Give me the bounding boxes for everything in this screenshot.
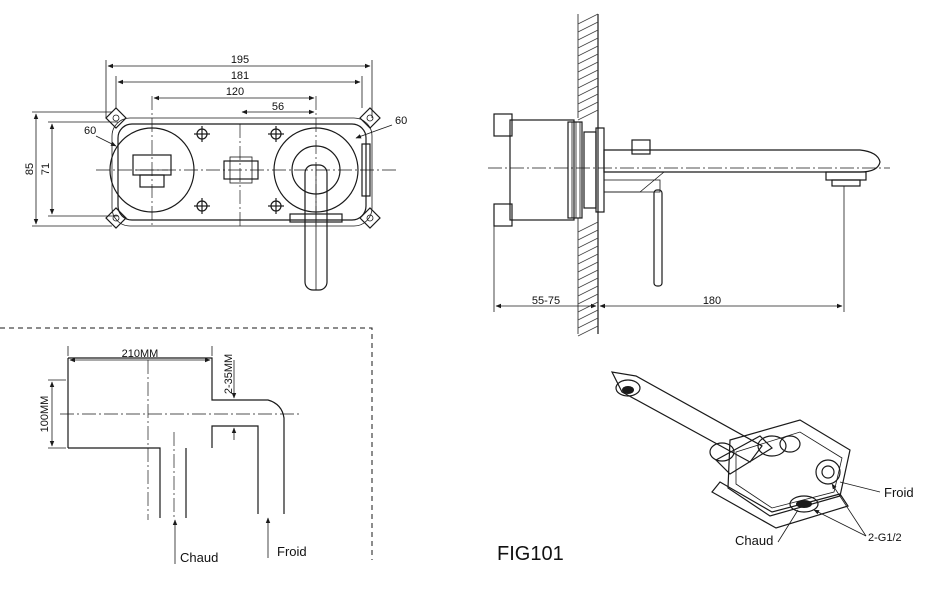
label-hot-iso: Chaud bbox=[735, 533, 773, 548]
wall-hatch-line bbox=[577, 285, 599, 297]
wall-hatch-line bbox=[577, 29, 599, 41]
wall-hatch-line bbox=[577, 93, 599, 105]
wall-hatch-line bbox=[577, 45, 599, 57]
side-lever bbox=[653, 189, 663, 287]
front-view: 195 181 120 56 60 60 85 71 bbox=[24, 54, 407, 291]
figure-label: FIG101 bbox=[497, 543, 564, 565]
spout bbox=[603, 149, 881, 173]
dim-reach-180: 180 bbox=[703, 295, 721, 307]
wall-hatch-line bbox=[577, 269, 599, 281]
wall-hatch-line bbox=[577, 21, 599, 33]
isometric-view: Froid Chaud 2-G1/2 bbox=[610, 371, 914, 548]
side-view: 55-75 180 bbox=[488, 13, 890, 337]
dim-depth: 2-35MM bbox=[223, 354, 235, 394]
wall-hatch-line bbox=[577, 77, 599, 89]
wall-hatch-line bbox=[577, 293, 599, 305]
dim-wall-thickness: 55-75 bbox=[532, 295, 560, 307]
leader-hot bbox=[777, 509, 799, 543]
section-view: 210MM 100MM 2-35MM Chaud Froid bbox=[0, 327, 373, 565]
section-border bbox=[0, 327, 373, 560]
wall-hatch-line bbox=[577, 317, 599, 329]
wall-hatch-line bbox=[577, 53, 599, 65]
dim-181: 181 bbox=[231, 70, 249, 82]
dim-60-right: 60 bbox=[395, 115, 407, 127]
wall-hatch-line bbox=[577, 229, 599, 241]
box-outline bbox=[117, 123, 367, 221]
label-thread-size: 2-G1/2 bbox=[868, 532, 902, 544]
label-hot-section: Chaud bbox=[180, 550, 218, 565]
dim-71: 71 bbox=[40, 163, 52, 175]
wall-hatch-line bbox=[577, 109, 599, 121]
dim-60-left: 60 bbox=[84, 125, 96, 137]
dim-120: 120 bbox=[226, 86, 244, 98]
wall-hatch-line bbox=[577, 61, 599, 73]
wall-hatch-line bbox=[577, 13, 599, 25]
label-cold-section: Froid bbox=[277, 544, 307, 559]
wall-hatch-line bbox=[577, 309, 599, 321]
wall-hatch-line bbox=[577, 37, 599, 49]
dim-100mm: 100MM bbox=[39, 396, 51, 433]
wall-hatch-line bbox=[577, 325, 599, 337]
dim-56: 56 bbox=[272, 101, 284, 113]
label-cold-iso: Froid bbox=[884, 485, 914, 500]
wall-hatch-line bbox=[577, 221, 599, 233]
wall-hatch-line bbox=[577, 69, 599, 81]
side-body bbox=[509, 119, 575, 221]
wall-hatch-line bbox=[577, 253, 599, 265]
dim-210mm: 210MM bbox=[122, 348, 159, 360]
leader-cold bbox=[839, 481, 881, 493]
wall-hatch-line bbox=[577, 277, 599, 289]
dim-195: 195 bbox=[231, 54, 249, 66]
wall-hatch-line bbox=[577, 245, 599, 257]
wall-hatch-line bbox=[577, 261, 599, 273]
wall-hatch-line bbox=[577, 237, 599, 249]
wall-hatch-line bbox=[577, 85, 599, 97]
wall-hatch-line bbox=[577, 101, 599, 113]
dim-85: 85 bbox=[24, 163, 36, 175]
